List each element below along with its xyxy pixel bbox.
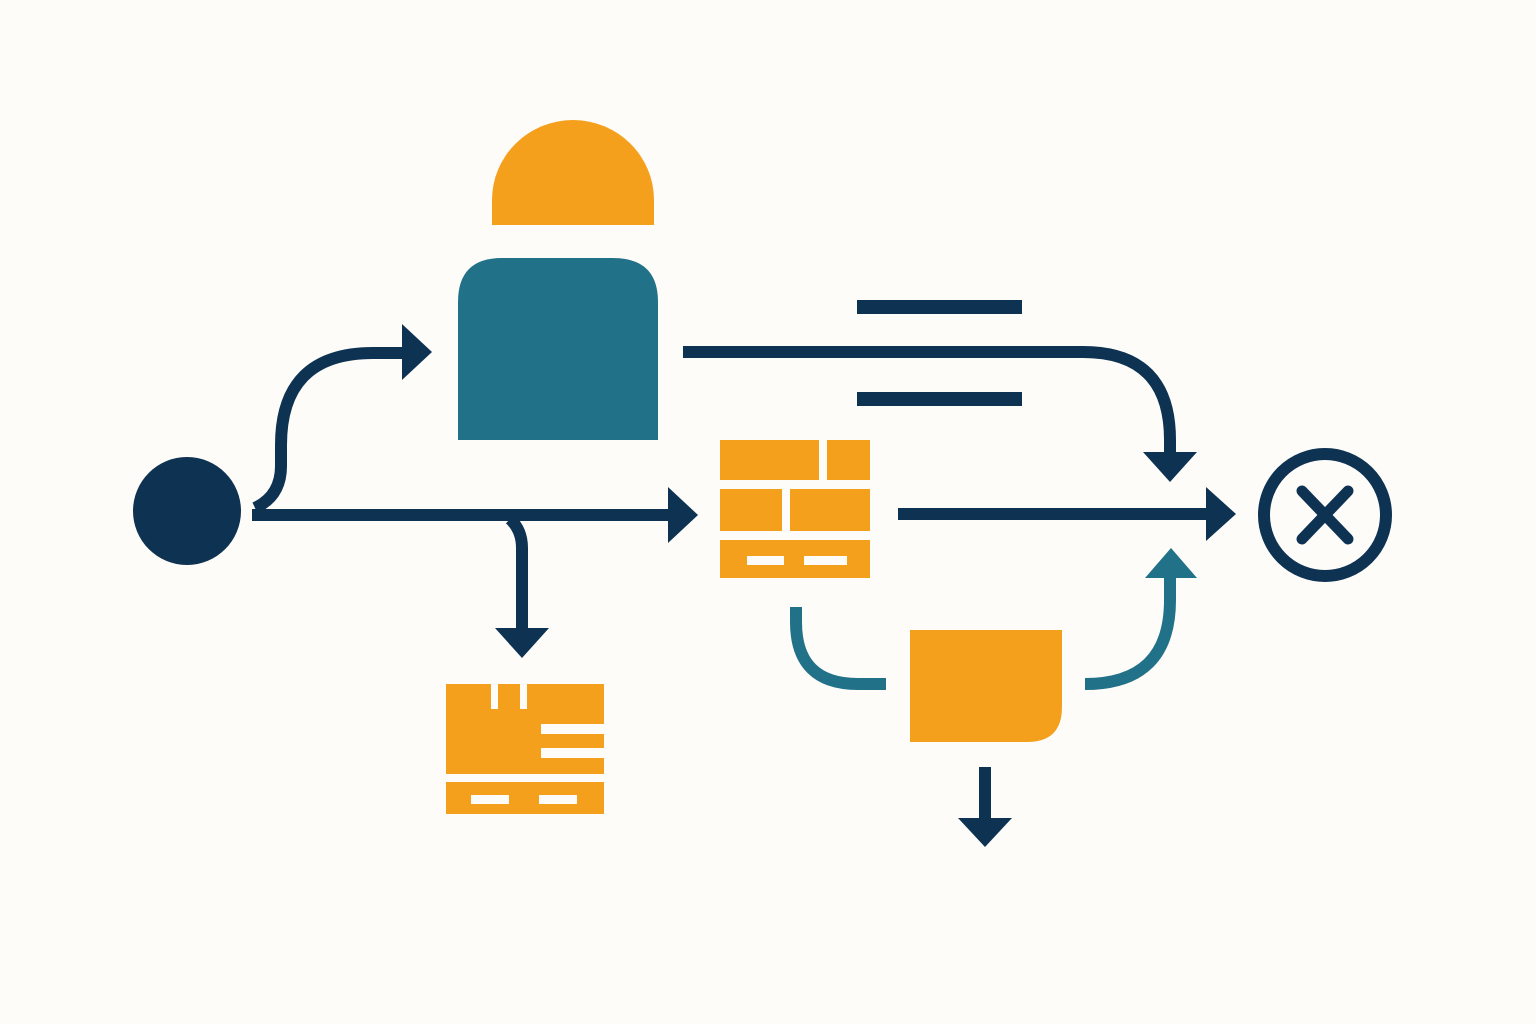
edge-start-to-package [495, 514, 549, 658]
document-icon [910, 630, 1062, 742]
edge-brick-wall-to-document [790, 607, 886, 690]
edge-document-to-end [1084, 548, 1197, 690]
person-head [492, 120, 654, 225]
edge-brick-wall-to-end [898, 487, 1236, 541]
edge-person-to-end [683, 346, 1197, 482]
edge-start-to-brick-wall [252, 487, 698, 543]
text-lines-icon [857, 300, 1022, 406]
package-icon [446, 684, 604, 814]
edge-start-to-person [252, 324, 432, 514]
close-circle-icon [1258, 448, 1392, 582]
person-body [458, 258, 658, 440]
brick-wall-icon [720, 440, 870, 578]
person-icon [458, 120, 658, 440]
edge-document-down [958, 767, 1012, 847]
start-node-icon [133, 457, 241, 565]
